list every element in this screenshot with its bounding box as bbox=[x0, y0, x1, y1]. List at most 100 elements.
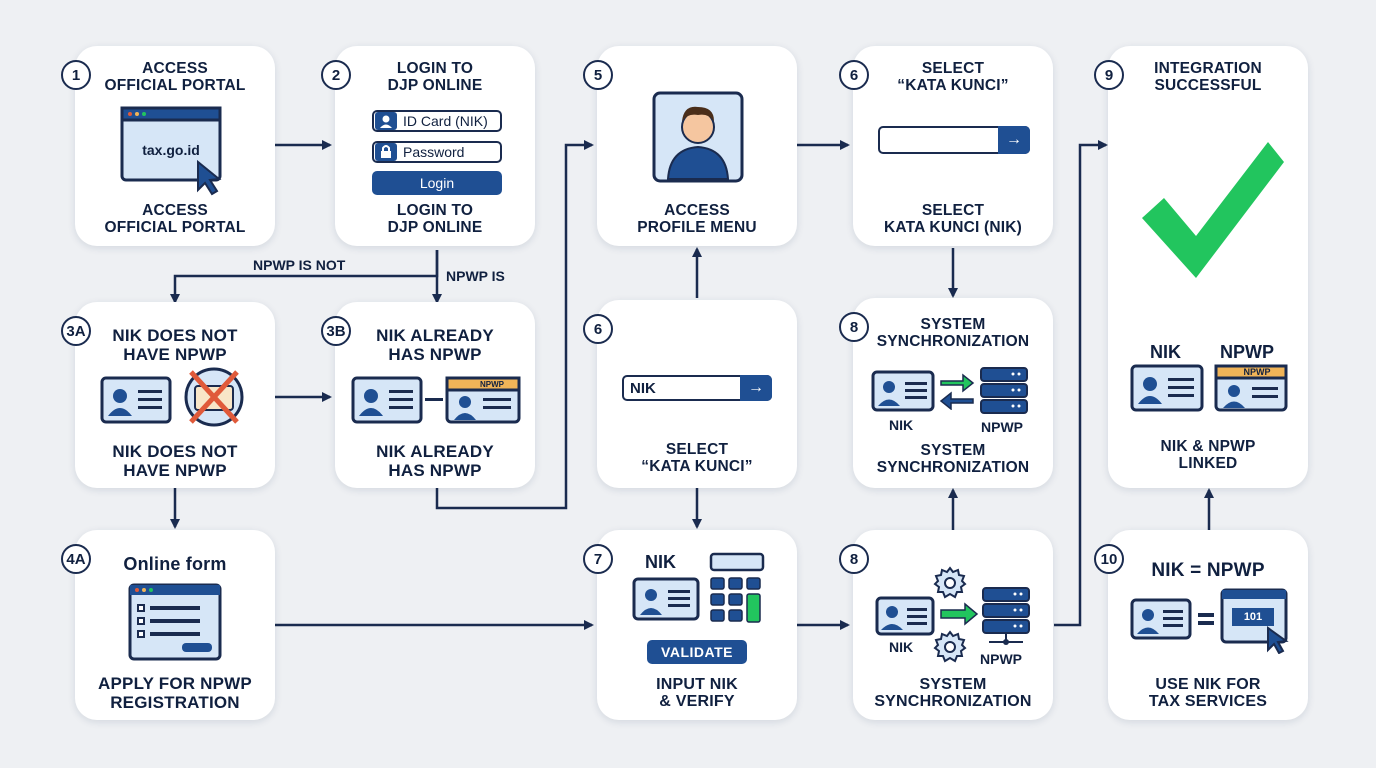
server-icon bbox=[982, 587, 1030, 645]
step-title: SYSTEM SYNCHRONIZATION bbox=[876, 316, 1030, 350]
connector-8b-9 bbox=[1054, 140, 1108, 627]
step-badge: 3B bbox=[321, 316, 351, 346]
step-badge: 4A bbox=[61, 544, 91, 574]
gear-icon bbox=[933, 630, 967, 663]
nik-label: NIK bbox=[889, 639, 914, 655]
step-title: ACCESS OFFICIAL PORTAL bbox=[104, 60, 246, 94]
step-3b-card: 3B NIK ALREADY HAS NPWP NPWP NIK ALREADY… bbox=[321, 302, 535, 488]
password-field-label: Password bbox=[403, 144, 465, 160]
branch-label-not: NPWP IS NOT bbox=[253, 257, 346, 273]
validate-button[interactable]: VALIDATE bbox=[647, 640, 747, 664]
step-10-card: 10 NIK = NPWP 101 USE NIK FOR TAX SERVIC… bbox=[1094, 530, 1308, 720]
id-card-icon bbox=[351, 376, 423, 424]
nik-label: NIK bbox=[645, 552, 676, 572]
link-dash bbox=[425, 398, 443, 401]
sync-arrows-icon bbox=[939, 373, 975, 410]
step-badge: 2 bbox=[321, 60, 351, 90]
id-card-icon bbox=[875, 596, 935, 636]
step-9-card: 9 INTEGRATION SUCCESSFUL NIK NPWP NPWP N… bbox=[1094, 46, 1308, 488]
cross-icon bbox=[184, 367, 244, 427]
step-8a-card: 8 SYSTEM SYNCHRONIZATION NIK NPWP SYSTEM… bbox=[839, 298, 1053, 488]
step-caption: ACCESS PROFILE MENU bbox=[637, 202, 757, 236]
step-caption: INPUT NIK & VERIFY bbox=[656, 676, 738, 710]
npwp-label: NPWP bbox=[980, 651, 1022, 667]
id-card-icon bbox=[632, 577, 700, 621]
npwp-card-icon bbox=[445, 376, 521, 424]
branch-label-is: NPWP IS bbox=[446, 268, 505, 284]
step-badge: 10 bbox=[1094, 544, 1124, 574]
npwp-card-icon bbox=[1214, 364, 1288, 412]
keypad-icon bbox=[709, 552, 765, 623]
arrow-right-icon[interactable]: → bbox=[740, 375, 772, 401]
id-card-field-label: ID Card (NIK) bbox=[403, 113, 488, 129]
id-card-icon bbox=[1130, 598, 1192, 640]
step-badge: 8 bbox=[839, 544, 869, 574]
step-title: LOGIN TO DJP ONLINE bbox=[387, 60, 483, 94]
profile-avatar-icon bbox=[652, 91, 744, 183]
arrow-right-icon[interactable]: → bbox=[998, 126, 1030, 154]
step-7-card: 7 NIK VALIDATE INPUT NIK & VERIFY bbox=[583, 530, 797, 720]
nik-search-value: NIK bbox=[630, 379, 656, 397]
step-caption: SELECT KATA KUNCI (NIK) bbox=[883, 202, 1023, 236]
server-icon bbox=[980, 367, 1028, 414]
sync-arrow-icon bbox=[940, 602, 979, 626]
checkmark-icon bbox=[1142, 142, 1284, 278]
npwp-label: NPWP bbox=[981, 419, 1023, 435]
step-badge: 1 bbox=[61, 60, 91, 90]
form-icon bbox=[128, 583, 222, 661]
step-title: SELECT “KATA KUNCI” bbox=[897, 60, 1009, 94]
step-caption: USE NIK FOR TAX SERVICES bbox=[1148, 676, 1268, 710]
step-badge: 9 bbox=[1094, 60, 1124, 90]
step-caption: LOGIN TO DJP ONLINE bbox=[387, 202, 483, 236]
browser-cursor-icon bbox=[120, 106, 222, 196]
step-caption: ACCESS OFFICIAL PORTAL bbox=[104, 202, 246, 236]
step-title: NIK = NPWP bbox=[1151, 560, 1265, 581]
equals-icon bbox=[1198, 613, 1214, 625]
lock-icon bbox=[375, 143, 397, 161]
step-title: NIK ALREADY HAS NPWP bbox=[376, 326, 494, 364]
step-caption: NIK DOES NOT HAVE NPWP bbox=[112, 442, 238, 480]
nik-search-field[interactable]: NIK → bbox=[622, 375, 772, 401]
step-6b-card: 6 NIK → SELECT “KATA KUNCI” bbox=[583, 300, 797, 488]
portal-url: tax.go.id bbox=[142, 142, 200, 158]
id-card-icon bbox=[100, 376, 172, 424]
step-caption: NIK & NPWP LINKED bbox=[1160, 438, 1256, 472]
step-1-card: 1 ACCESS OFFICIAL PORTAL tax.go.id ACCES… bbox=[61, 46, 275, 246]
browser-cursor-icon bbox=[1220, 588, 1289, 654]
step-4a-card: 4A Online form APPLY FOR NPWP REGISTRATI… bbox=[61, 530, 275, 720]
screen-text: 101 bbox=[1243, 611, 1263, 623]
step-caption: APPLY FOR NPWP REGISTRATION bbox=[98, 674, 252, 712]
nik-label: NIK bbox=[1150, 342, 1181, 362]
id-card-field[interactable]: ID Card (NIK) bbox=[372, 110, 502, 132]
step-caption: SELECT “KATA KUNCI” bbox=[641, 441, 753, 475]
step-badge: 8 bbox=[839, 312, 869, 342]
login-button[interactable]: Login bbox=[372, 171, 502, 195]
step-5-card: 5 ACCESS PROFILE MENU bbox=[583, 46, 797, 246]
npwp-card-label: NPWP bbox=[480, 380, 504, 389]
step-badge: 3A bbox=[61, 316, 91, 346]
step-badge: 7 bbox=[583, 544, 613, 574]
keyword-search-field[interactable]: → bbox=[878, 126, 1030, 154]
step-3a-card: 3A NIK DOES NOT HAVE NPWP NIK DOES NOT H… bbox=[61, 302, 275, 488]
step-badge: 6 bbox=[583, 314, 613, 344]
step-badge: 6 bbox=[839, 60, 869, 90]
id-card-icon bbox=[871, 370, 935, 412]
npwp-label: NPWP bbox=[1220, 342, 1274, 362]
step-title: Online form bbox=[123, 554, 227, 574]
step-8b-card: 8 NIK NPWP SYSTEM SYNCHRONIZATION bbox=[839, 530, 1053, 720]
step-caption: SYSTEM SYNCHRONIZATION bbox=[874, 676, 1032, 710]
step-badge: 5 bbox=[583, 60, 613, 90]
step-caption: SYSTEM SYNCHRONIZATION bbox=[876, 442, 1030, 476]
connector-3b-5 bbox=[435, 140, 594, 510]
step-caption: NIK ALREADY HAS NPWP bbox=[376, 442, 494, 480]
step-title: NIK DOES NOT HAVE NPWP bbox=[112, 326, 238, 364]
step-2-card: 2 LOGIN TO DJP ONLINE ID Card (NIK) Pass… bbox=[321, 46, 535, 246]
gear-icon bbox=[933, 566, 967, 599]
id-card-icon bbox=[1130, 364, 1204, 412]
step-6a-card: 6 SELECT “KATA KUNCI” → SELECT KATA KUNC… bbox=[839, 46, 1053, 246]
password-field[interactable]: Password bbox=[372, 141, 502, 163]
step-title: INTEGRATION SUCCESSFUL bbox=[1154, 60, 1262, 94]
nik-label: NIK bbox=[889, 417, 914, 433]
npwp-card-label: NPWP bbox=[1243, 367, 1271, 377]
